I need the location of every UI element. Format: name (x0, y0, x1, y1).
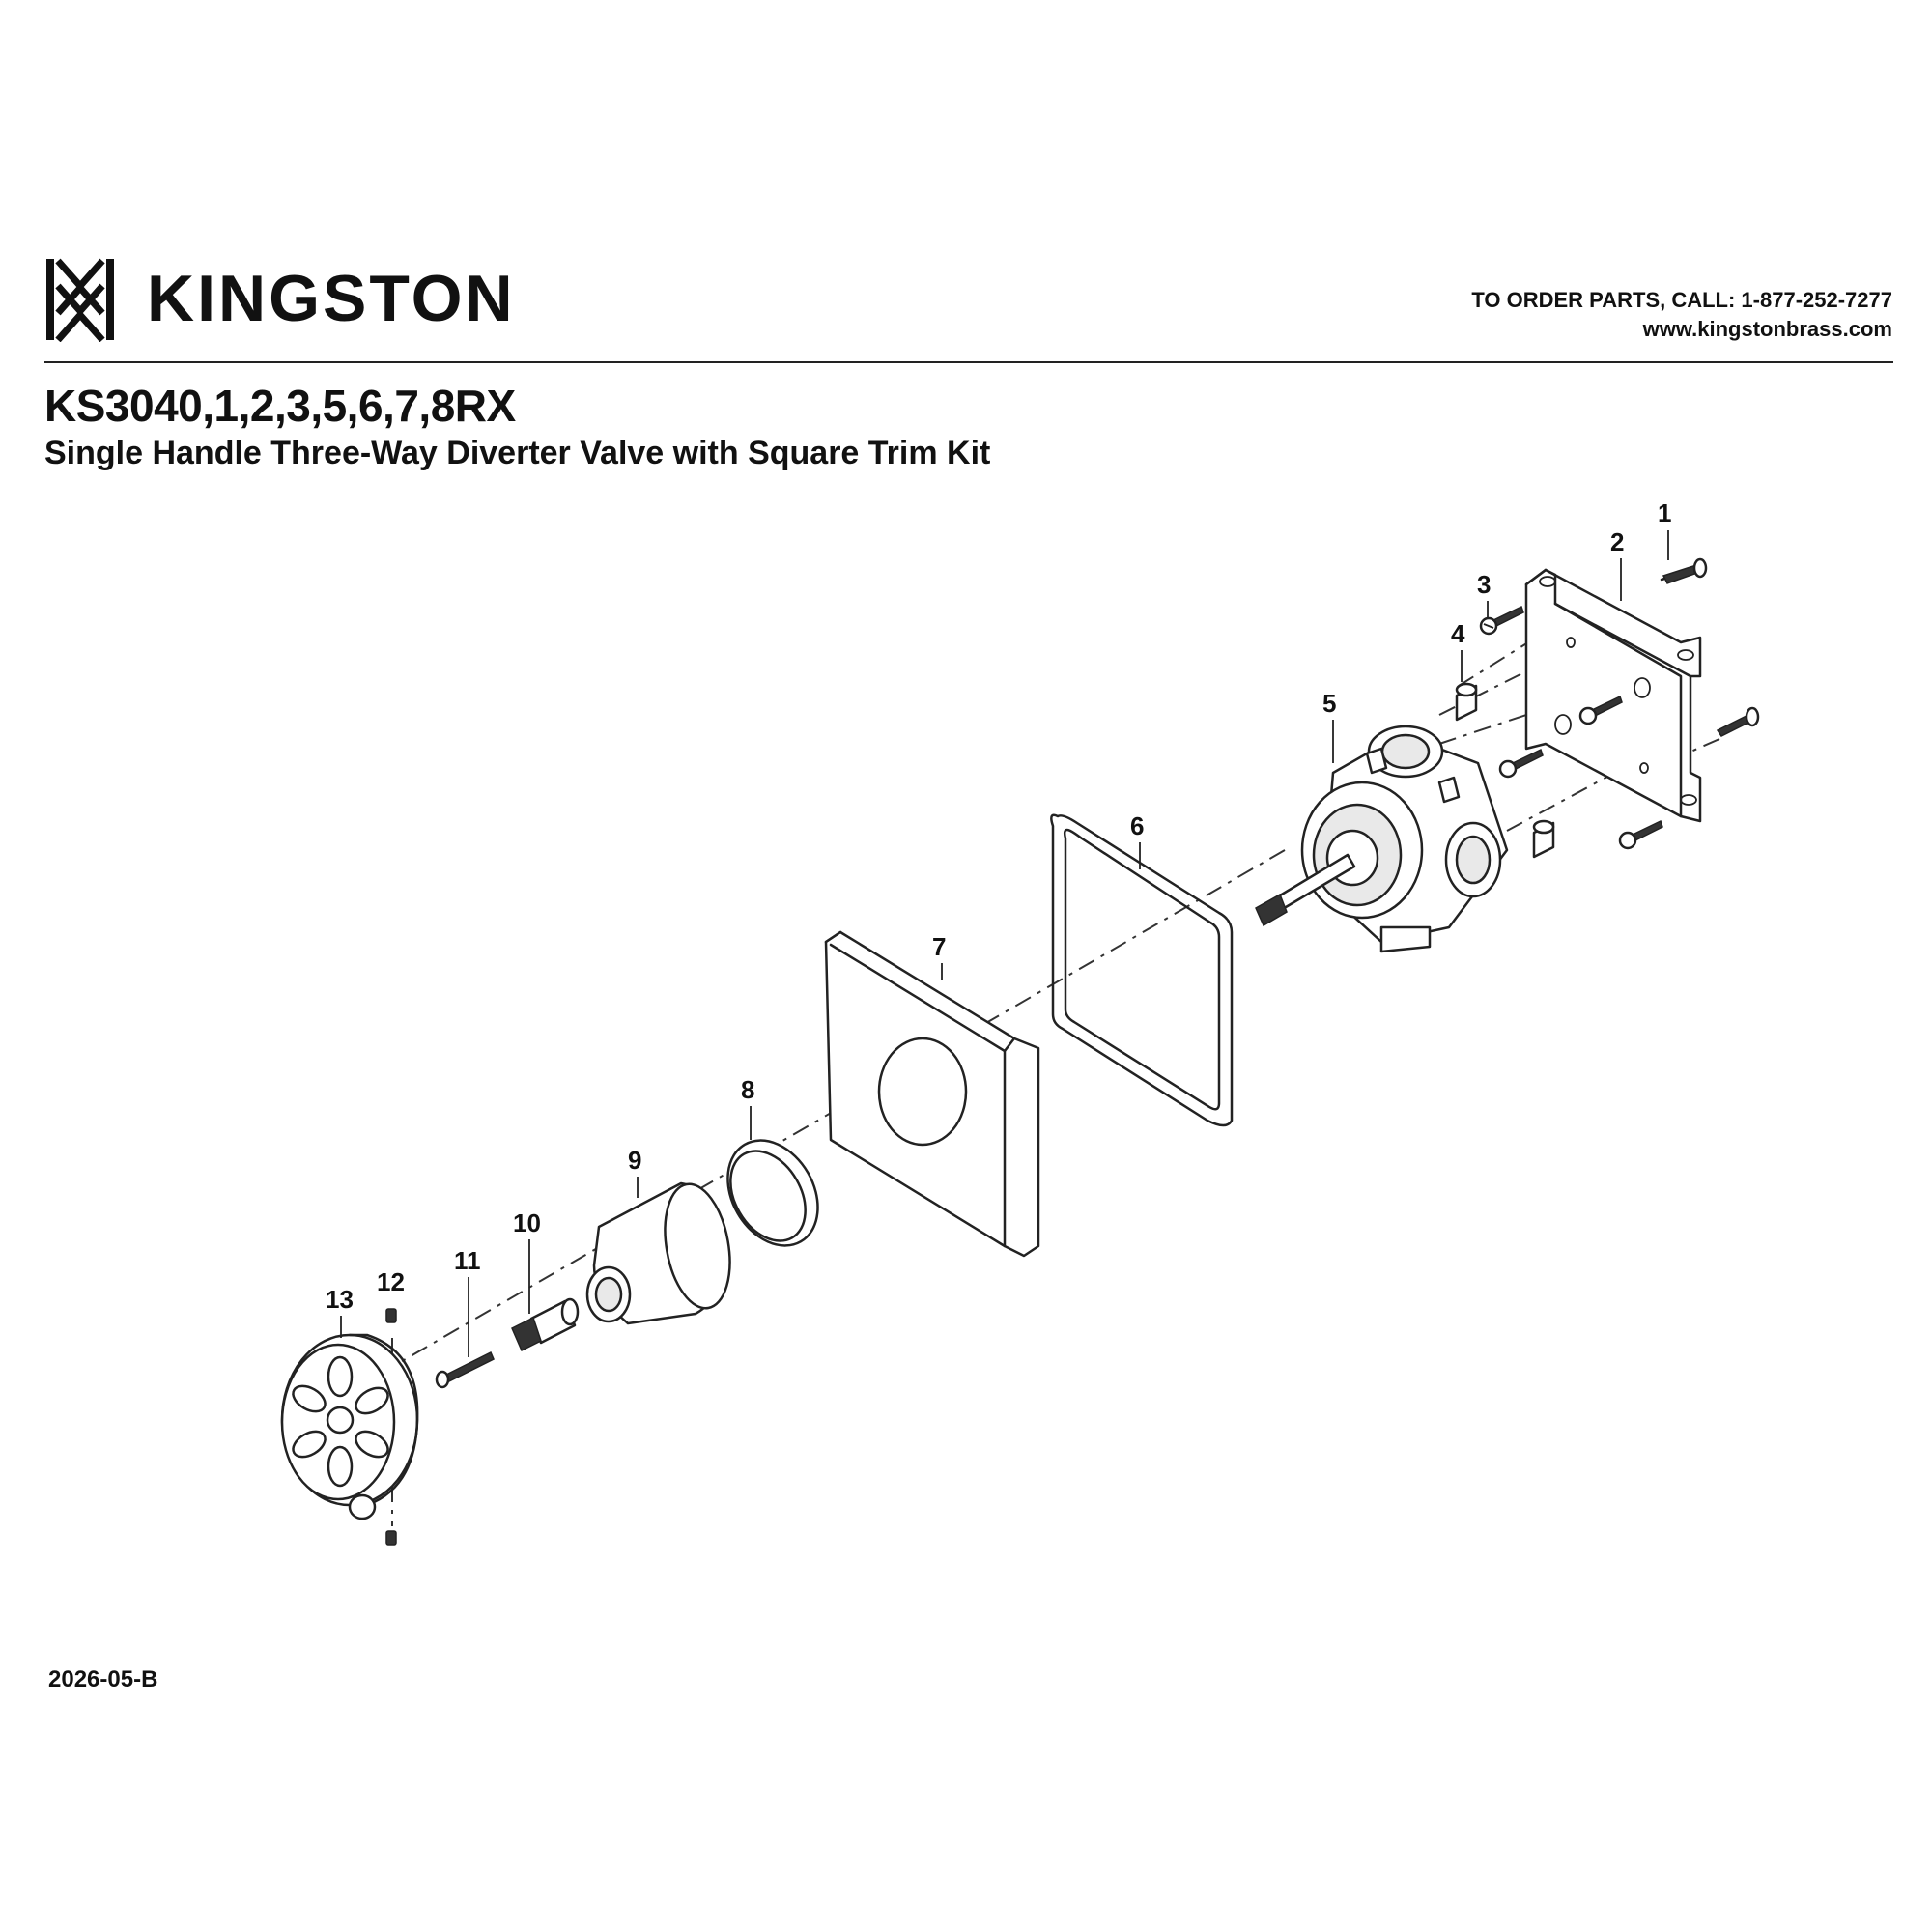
callout-7: 7 (932, 932, 946, 961)
callout-6: 6 (1130, 811, 1144, 840)
part-4-spacer-2 (1532, 819, 1555, 859)
part-2-mounting-bracket (1524, 568, 1702, 823)
part-4-spacer (1455, 682, 1478, 722)
assembly-axis (366, 849, 1286, 1382)
part-9-sleeve (585, 1181, 731, 1325)
callout-11: 11 (454, 1246, 481, 1275)
order-phone: TO ORDER PARTS, CALL: 1-877-252-7277 (1471, 288, 1892, 312)
leader-lines (340, 530, 1669, 1357)
document-number: 2026-05-B (48, 1666, 158, 1692)
callout-10: 10 (513, 1208, 541, 1237)
kingston-logo-icon (46, 258, 114, 342)
callout-12: 12 (377, 1267, 405, 1296)
callout-4: 4 (1451, 619, 1465, 648)
part-10-adapter (511, 1297, 580, 1352)
part-11-screw (435, 1350, 495, 1389)
website-link[interactable]: www.kingstonbrass.com (1642, 317, 1892, 341)
callout-3: 3 (1477, 570, 1491, 599)
brand-name: KINGSTON (147, 262, 516, 335)
product-description: Single Handle Three-Way Diverter Valve w… (44, 435, 991, 471)
callout-2: 2 (1610, 527, 1624, 556)
part-5-valve-stem (1255, 853, 1356, 927)
part-3-screw-3 (1498, 748, 1544, 779)
callout-13: 13 (326, 1285, 354, 1314)
callout-5: 5 (1322, 689, 1336, 718)
callout-8: 8 (741, 1075, 754, 1104)
part-5-valve-body (1300, 724, 1509, 953)
callout-9: 9 (628, 1146, 641, 1175)
contact-info: TO ORDER PARTS, CALL: 1-877-252-7277 www… (1471, 286, 1892, 344)
part-3-screw-4 (1618, 819, 1663, 850)
callout-1: 1 (1658, 498, 1671, 527)
part-1-screw-lower (1716, 706, 1760, 737)
part-7-square-trim-plate (824, 930, 1040, 1258)
part-8-ring (726, 1139, 819, 1247)
header-divider (44, 361, 1893, 363)
part-3-screw (1479, 605, 1524, 636)
model-number: KS3040,1,2,3,5,6,7,8RX (44, 381, 516, 431)
part-1-screw (1660, 557, 1708, 584)
part-12-set-screw (385, 1308, 397, 1546)
part-13-handle (280, 1333, 419, 1520)
part-6-gasket (1050, 813, 1234, 1127)
part-3-screw-2 (1578, 695, 1623, 725)
